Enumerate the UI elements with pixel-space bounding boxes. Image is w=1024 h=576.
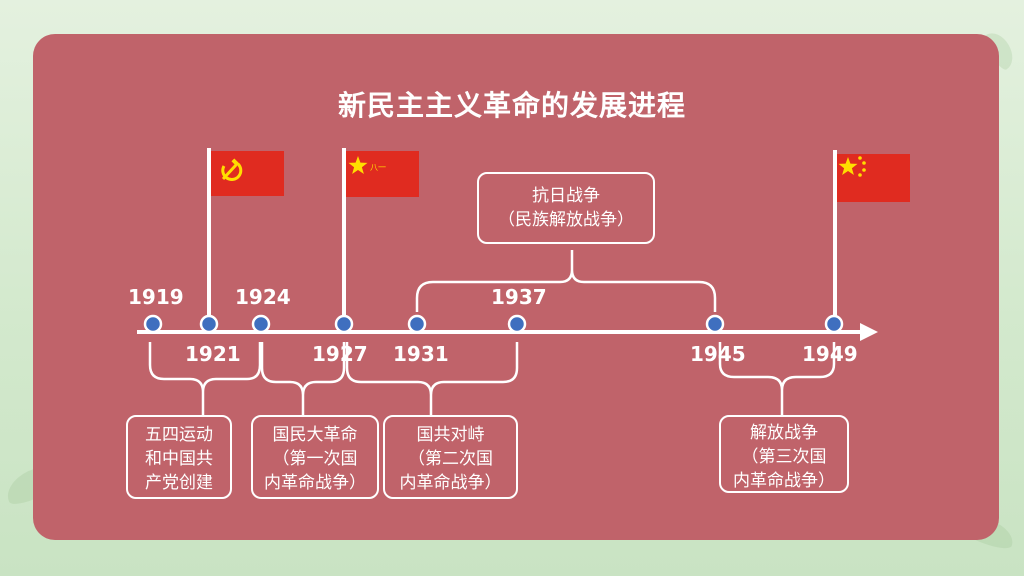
timeline-dot — [507, 314, 527, 334]
year-label-top: 1919 — [128, 285, 184, 309]
box-line: （第一次国 — [272, 449, 358, 469]
year-label-bottom: 1927 — [312, 342, 368, 366]
top-bracket — [415, 250, 717, 312]
year-label-top: 1924 — [235, 285, 291, 309]
box-line: 内革命战争） — [733, 471, 835, 491]
year-label-bottom: 1945 — [690, 342, 746, 366]
timeline-dot — [334, 314, 354, 334]
timeline-dot — [143, 314, 163, 334]
star-bayi-icon — [348, 156, 368, 174]
box-line: 内革命战争） — [399, 473, 502, 493]
box-line: 解放战争 — [750, 423, 818, 443]
bottom-bracket — [345, 342, 519, 415]
box-line: （第三次国 — [741, 447, 827, 467]
timeline-dot — [251, 314, 271, 334]
year-label-bottom: 1949 — [802, 342, 858, 366]
timeline-dots — [143, 314, 844, 334]
period-box-may-fourth: 五四运动 和中国共 产党创建 — [126, 415, 232, 499]
hammer-sickle-icon — [221, 158, 243, 182]
period-box-anti-japanese-war: 抗日战争 （民族解放战争） — [477, 172, 655, 244]
timeline-dot — [705, 314, 725, 334]
period-box-liberation-war: 解放战争 （第三次国 内革命战争） — [719, 415, 849, 493]
year-label-bottom: 1921 — [185, 342, 241, 366]
box-line: 产党创建 — [145, 473, 213, 493]
timeline-dot — [824, 314, 844, 334]
box-line: （第二次国 — [408, 449, 493, 469]
period-box-kmt-cpc-confrontation: 国共对峙 （第二次国 内革命战争） — [383, 415, 518, 499]
communist-party-flag — [211, 151, 284, 196]
period-box-national-revolution: 国民大革命 （第一次国 内革命战争） — [251, 415, 379, 499]
box-line: 五四运动 — [145, 425, 213, 445]
timeline-dot — [199, 314, 219, 334]
army-flag-inscription: 八一 — [370, 163, 386, 172]
bottom-bracket — [718, 342, 836, 415]
national-flag — [837, 154, 910, 202]
timeline-arrow-head — [860, 323, 878, 341]
box-line: 国共对峙 — [416, 425, 485, 445]
box-line: 内革命战争） — [264, 473, 366, 493]
five-stars-icon — [838, 156, 866, 177]
bottom-bracket — [148, 342, 262, 415]
box-line: 和中国共 — [145, 449, 213, 469]
bottom-bracket — [260, 342, 346, 415]
page-title: 新民主主义革命的发展进程 — [337, 89, 686, 122]
year-label-top: 1937 — [491, 285, 547, 309]
box-line: 抗日战争 — [532, 186, 600, 206]
box-line: 国民大革命 — [272, 425, 358, 445]
timeline-dot — [407, 314, 427, 334]
year-label-bottom: 1931 — [393, 342, 449, 366]
army-flag: 八一 — [346, 151, 419, 197]
box-line: （民族解放战争） — [498, 210, 634, 230]
